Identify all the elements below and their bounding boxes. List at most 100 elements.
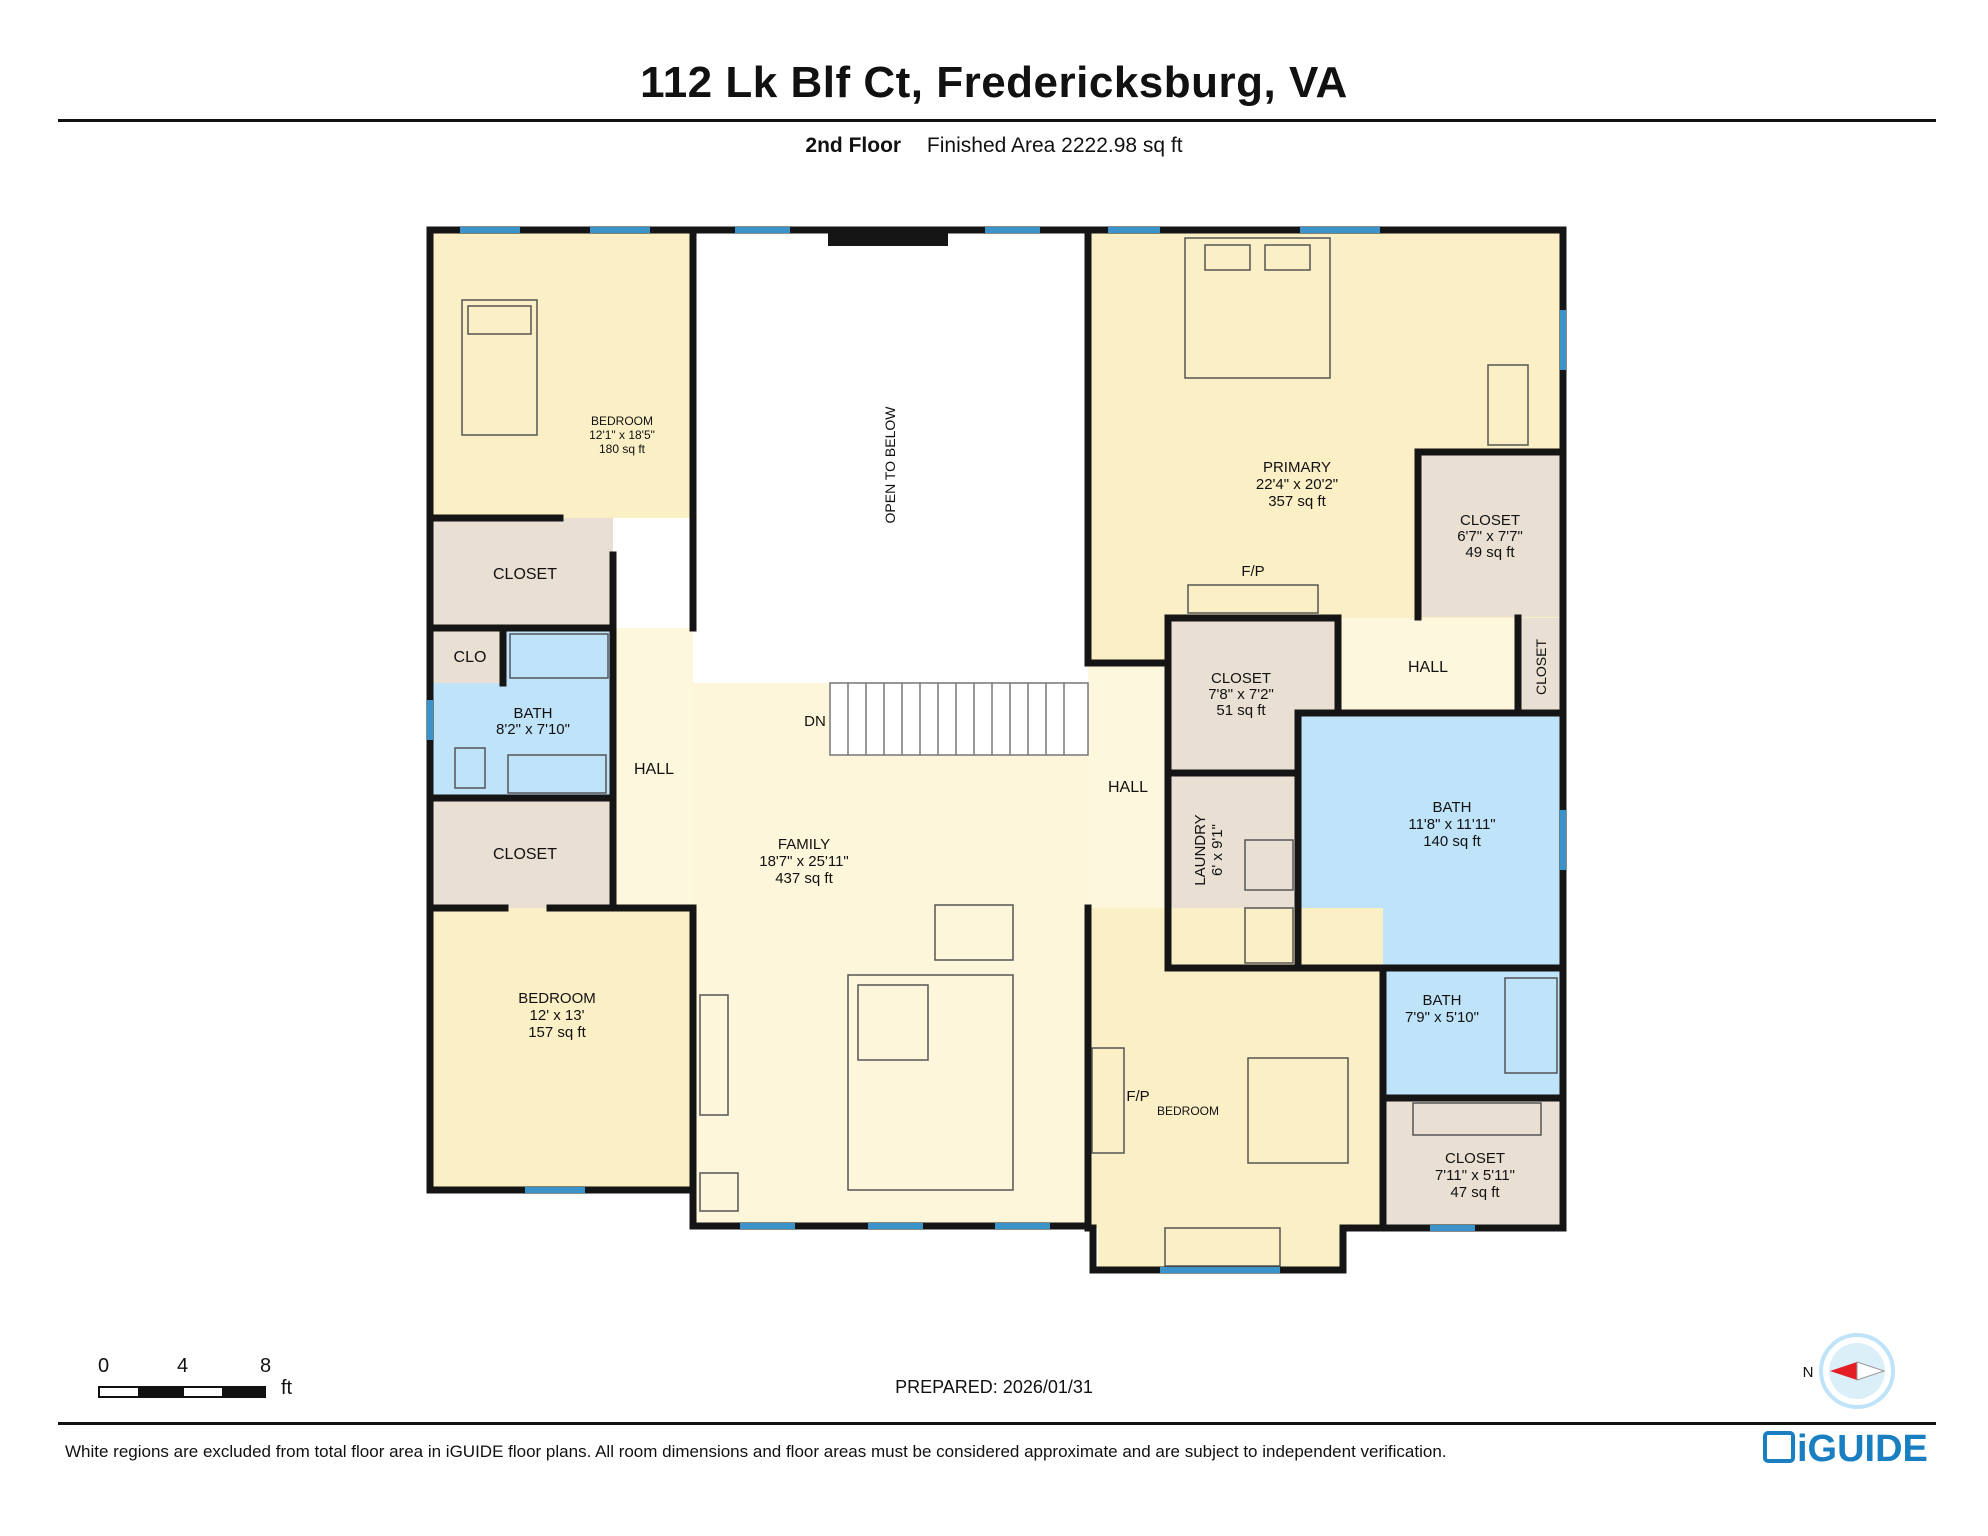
bath-primary-name: BATH — [1433, 799, 1472, 816]
open-below-label: OPEN TO BELOW — [882, 406, 898, 524]
closet-w-name: CLOSET — [493, 846, 557, 863]
family-dims: 18'7" x 25'11" — [759, 853, 849, 870]
svg-text:437 sq ft: 437 sq ft — [775, 870, 833, 887]
bed-nw — [461, 299, 538, 436]
svg-text:BEDROOM: BEDROOM — [518, 990, 596, 1007]
tub-w — [509, 633, 609, 679]
iguide-logo-icon — [1763, 1430, 1795, 1463]
svg-text:CLOSET: CLOSET — [1533, 639, 1549, 695]
svg-text:OPEN TO BELOW: OPEN TO BELOW — [882, 406, 898, 524]
family-area: 437 sq ft — [775, 870, 833, 887]
bath-w-fill-2 — [433, 683, 613, 798]
compass-icon: N — [1803, 1333, 1895, 1409]
closet-primary-name: CLOSET — [1460, 512, 1520, 529]
primary-name: PRIMARY — [1263, 459, 1331, 476]
clo-name: CLO — [454, 649, 487, 666]
hall-e-fill — [1338, 618, 1518, 713]
svg-text:51 sq ft: 51 sq ft — [1216, 702, 1266, 719]
bed-primary — [1184, 237, 1331, 379]
scale-seg-1 — [98, 1386, 140, 1398]
svg-text:47 sq ft: 47 sq ft — [1450, 1184, 1500, 1201]
primary-area: 357 sq ft — [1268, 493, 1326, 510]
bedroom-nw-fill — [433, 233, 693, 518]
scale-seg-2 — [140, 1386, 182, 1398]
fp-se-label: F/P — [1126, 1088, 1149, 1105]
bedroom-sw-dims: 12' x 13' — [530, 1007, 585, 1024]
svg-text:CLOSET: CLOSET — [1460, 512, 1520, 529]
fp-primary-label: F/P — [1241, 563, 1264, 580]
svg-text:FAMILY: FAMILY — [778, 836, 830, 853]
hall-c-fill — [1088, 663, 1168, 908]
laundry-dims: 6' x 9'1" — [1209, 824, 1226, 876]
bed-se — [1247, 1057, 1349, 1164]
floor-info: 2nd Floor Finished Area 2222.98 sq ft — [0, 134, 1988, 158]
tub-se — [1504, 977, 1558, 1074]
finished-area: Finished Area 2222.98 sq ft — [926, 134, 1183, 157]
closet-w-fill — [433, 798, 613, 908]
family-fill — [693, 683, 1088, 1226]
furniture — [454, 237, 1558, 1267]
header-divider — [58, 119, 1936, 122]
closet-e-name: CLOSET — [1533, 639, 1549, 695]
closet-c-dims: 7'8" x 7'2" — [1208, 686, 1274, 703]
dryer — [1244, 907, 1294, 964]
scale-tick-8: 8 — [260, 1355, 272, 1377]
iguide-logo: iGUIDE — [1763, 1428, 1928, 1471]
bedroom-nw-dims: 12'1" x 18'5" — [589, 428, 655, 442]
svg-text:BATH: BATH — [1423, 992, 1462, 1009]
closet-se-area: 47 sq ft — [1450, 1184, 1500, 1201]
svg-text:F/P: F/P — [1241, 563, 1264, 580]
page-title: 112 Lk Blf Ct, Fredericksburg, VA — [640, 58, 1348, 107]
bedroom-nw-area: 180 sq ft — [599, 442, 646, 456]
clo-fill — [433, 628, 503, 683]
side-table-family — [699, 1172, 739, 1212]
bath-w-name: BATH — [514, 705, 553, 722]
bath-w-dims: 8'2" x 7'10" — [496, 721, 570, 738]
footer-divider — [58, 1422, 1936, 1425]
fireplace-chimney — [828, 232, 948, 246]
laundry-name: LAUNDRY — [1192, 814, 1209, 885]
svg-text:HALL: HALL — [1108, 779, 1148, 796]
closet-c-area: 51 sq ft — [1216, 702, 1266, 719]
primary-dims: 22'4" x 20'2" — [1256, 476, 1338, 493]
closet-e-fill — [1518, 618, 1563, 713]
svg-text:7'11" x 5'11": 7'11" x 5'11" — [1435, 1167, 1515, 1184]
chair-family — [857, 984, 929, 1061]
svg-text:12'1" x 18'5": 12'1" x 18'5" — [589, 428, 655, 442]
sofa-family — [847, 974, 1014, 1191]
svg-text:F/P: F/P — [1126, 1088, 1149, 1105]
desk-primary — [1487, 364, 1529, 446]
closet-se-dims: 7'11" x 5'11" — [1435, 1167, 1515, 1184]
bedroom-nw-name: BEDROOM — [591, 414, 653, 428]
svg-text:357 sq ft: 357 sq ft — [1268, 493, 1326, 510]
svg-text:N: N — [1803, 1364, 1814, 1381]
closet-nw-name: CLOSET — [493, 566, 557, 583]
bedroom-se-fill — [1088, 908, 1383, 1228]
svg-text:LAUNDRY: LAUNDRY — [1192, 814, 1209, 885]
bath-primary-area: 140 sq ft — [1423, 833, 1481, 850]
floor-name: 2nd Floor — [805, 134, 902, 157]
bedroom-sw-name: BEDROOM — [518, 990, 596, 1007]
svg-text:BEDROOM: BEDROOM — [591, 414, 653, 428]
compass-n-label: N — [1803, 1364, 1814, 1381]
svg-text:CLOSET: CLOSET — [493, 566, 557, 583]
closet-primary-area: 49 sq ft — [1465, 544, 1515, 561]
bath-primary-dims: 11'8" x 11'11" — [1408, 816, 1495, 833]
fireplace-se — [1091, 1047, 1125, 1154]
svg-text:CLO: CLO — [454, 649, 487, 666]
open-below-fill — [693, 233, 1088, 683]
svg-text:12' x 13': 12' x 13' — [530, 1007, 585, 1024]
dn-label: DN — [804, 713, 826, 730]
svg-text:49 sq ft: 49 sq ft — [1465, 544, 1515, 561]
svg-text:11'8" x 11'11": 11'8" x 11'11" — [1408, 816, 1495, 833]
room-labels: BEDROOM 12'1" x 18'5" 180 sq ft OPEN TO … — [454, 406, 1549, 1201]
svg-text:DN: DN — [804, 713, 826, 730]
closet-c-name: CLOSET — [1211, 670, 1271, 687]
table-family — [934, 904, 1014, 961]
svg-text:PRIMARY: PRIMARY — [1263, 459, 1331, 476]
svg-text:8'2" x 7'10": 8'2" x 7'10" — [496, 721, 570, 738]
svg-text:157 sq ft: 157 sq ft — [528, 1024, 586, 1041]
svg-text:HALL: HALL — [634, 761, 674, 778]
svg-text:18'7" x 25'11": 18'7" x 25'11" — [759, 853, 849, 870]
windows — [427, 227, 1566, 1273]
